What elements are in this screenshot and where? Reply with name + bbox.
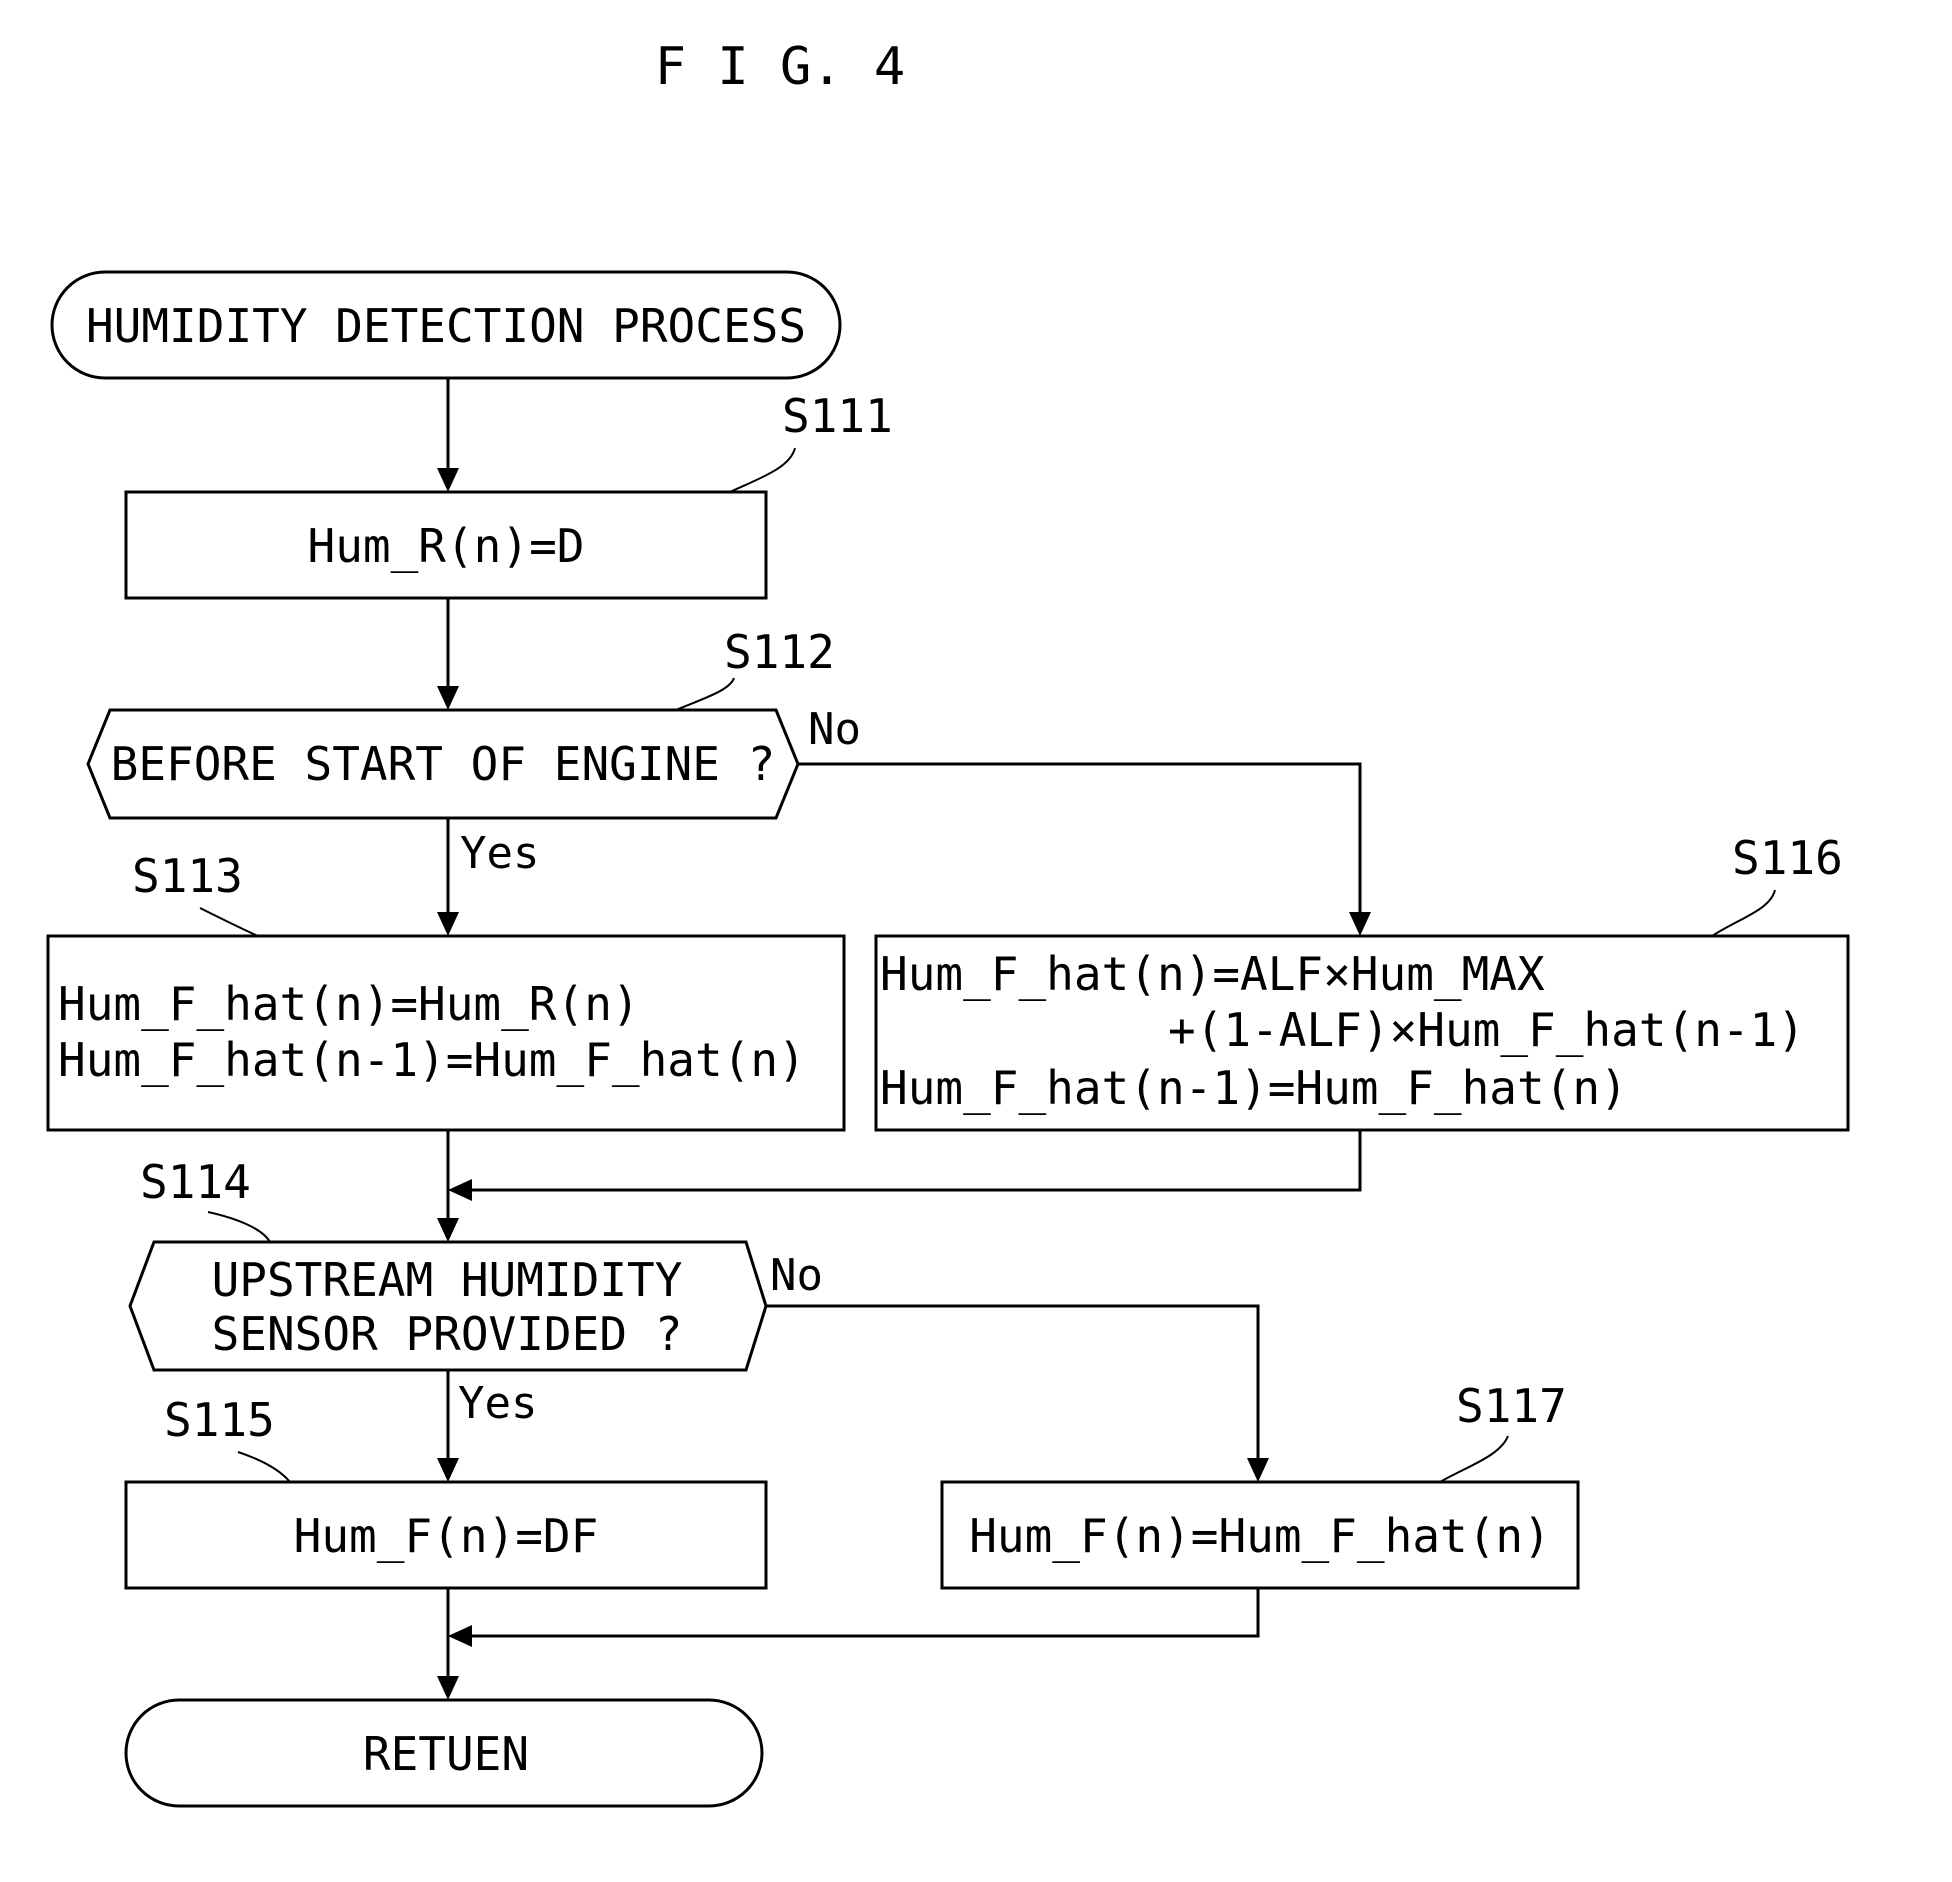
leader-s111 [730, 448, 795, 492]
no-label-s114: No [770, 1250, 823, 1301]
leader-s114 [208, 1212, 270, 1242]
step-id-s111: S111 [782, 389, 893, 443]
arrowhead-s111 [437, 468, 459, 492]
arrowhead-s114 [437, 1218, 459, 1242]
connector-s117-merge [472, 1588, 1258, 1636]
leader-s115 [238, 1452, 290, 1482]
process-text-s111: Hum_R(n)=D [308, 519, 585, 573]
step-id-s115: S115 [164, 1393, 275, 1447]
arrowhead-s113 [437, 912, 459, 936]
leader-s113 [200, 908, 258, 936]
arrowhead-s117 [1247, 1458, 1269, 1482]
process-text-s116-line1: Hum_F_hat(n)=ALF×Hum_MAX [880, 947, 1545, 1001]
connector-s116-merge [472, 1130, 1360, 1190]
step-id-s114: S114 [140, 1155, 251, 1209]
decision-text-s114-line2: SENSOR PROVIDED ? [212, 1307, 683, 1361]
decision-text-s114-line1: UPSTREAM HUMIDITY [212, 1253, 683, 1307]
process-text-s116-line3: Hum_F_hat(n-1)=Hum_F_hat(n) [880, 1061, 1628, 1115]
step-id-s117: S117 [1456, 1379, 1567, 1433]
no-label-s112: No [808, 704, 861, 755]
arrowhead-s115 [437, 1458, 459, 1482]
leader-s116 [1712, 890, 1775, 936]
arrowhead-s116 [1349, 912, 1371, 936]
process-text-s117: Hum_F(n)=Hum_F_hat(n) [969, 1509, 1551, 1563]
decision-text-s112: BEFORE START OF ENGINE ? [111, 737, 776, 791]
yes-label-s112: Yes [460, 828, 539, 879]
step-id-s112: S112 [724, 625, 835, 679]
connector-s114-s117 [766, 1306, 1258, 1458]
step-id-s116: S116 [1732, 831, 1843, 885]
connector-s112-s116 [798, 764, 1360, 912]
arrowhead-s112 [437, 686, 459, 710]
leader-s112 [676, 678, 734, 710]
leader-s117 [1440, 1436, 1508, 1482]
start-label: HUMIDITY DETECTION PROCESS [86, 299, 806, 353]
arrowhead-end [437, 1676, 459, 1700]
arrowhead-merge-1 [448, 1179, 472, 1201]
process-text-s115: Hum_F(n)=DF [294, 1509, 599, 1563]
figure-title: F I G. 4 [655, 37, 905, 97]
yes-label-s114: Yes [458, 1378, 537, 1429]
step-id-s113: S113 [132, 849, 243, 903]
process-text-s116-line2: +(1-ALF)×Hum_F_hat(n-1) [1168, 1003, 1805, 1057]
process-text-s113-line1: Hum_F_hat(n)=Hum_R(n) [58, 977, 640, 1031]
end-label: RETUEN [363, 1727, 529, 1781]
process-text-s113-line2: Hum_F_hat(n-1)=Hum_F_hat(n) [58, 1033, 806, 1087]
arrowhead-merge-2 [448, 1625, 472, 1647]
